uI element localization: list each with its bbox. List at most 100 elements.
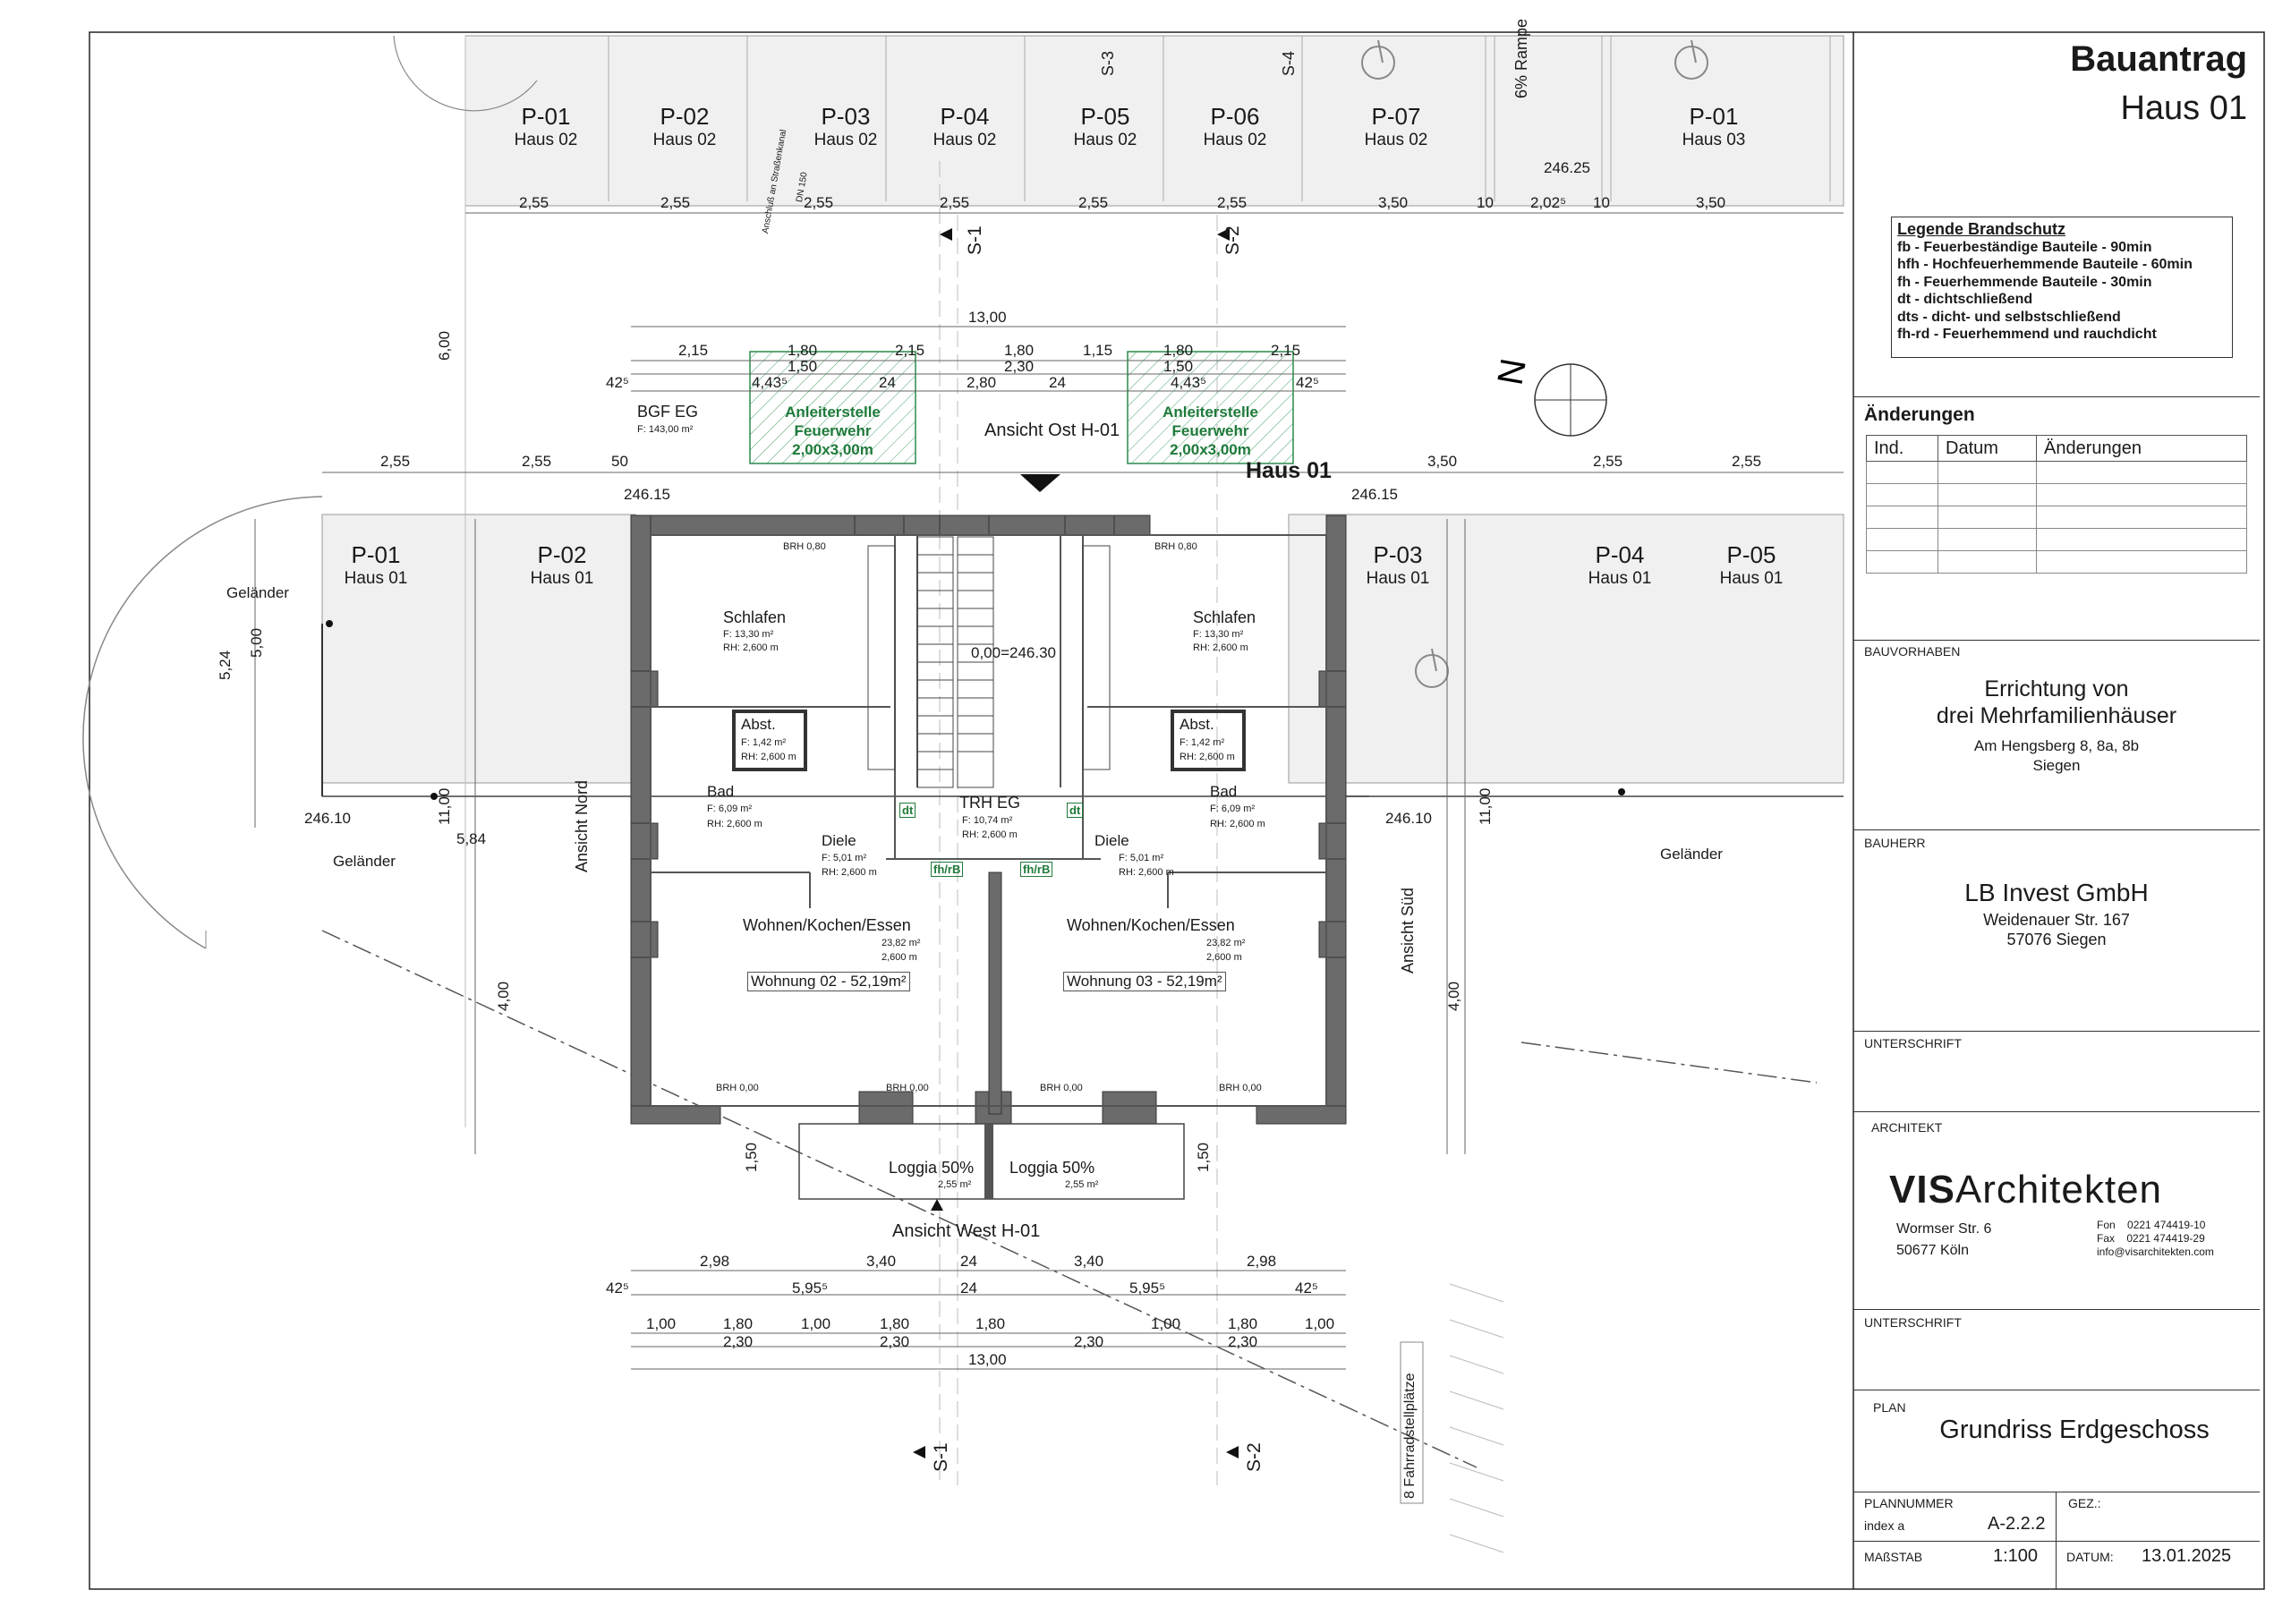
dim-label: 3,50 [1427, 453, 1458, 470]
bgf-label: BGF EG [637, 403, 699, 421]
dim-label: 1,50 [1163, 358, 1194, 375]
changes-table: Ind. Datum Änderungen [1866, 435, 2247, 574]
room-area: F: 5,01 m² [1119, 853, 1164, 863]
dim-label: 3,50 [1696, 194, 1726, 211]
dim-label: 10 [1593, 194, 1610, 211]
loggia-area: 2,55 m² [1065, 1179, 1099, 1190]
dim-label: 1,00 [801, 1315, 831, 1332]
parking-id: P-06 [1210, 103, 1260, 130]
room-height: RH: 2,600 m [723, 642, 779, 653]
room-name: Schlafen [723, 608, 787, 626]
room-name: Diele [822, 832, 856, 849]
dim-label: 11,00 [1477, 787, 1494, 825]
project-house: Haus 01 [2120, 89, 2247, 127]
loggia-area: 2,55 m² [938, 1179, 972, 1190]
building-walls [630, 514, 1347, 1125]
dim-label: 5,95⁵ [1129, 1280, 1166, 1297]
room-area: F: 5,01 m² [822, 853, 867, 863]
dim-label: 42⁵ [1296, 374, 1319, 391]
legend-line: dts - dicht- und selbstschließend [1897, 309, 2121, 325]
dim-label: 3,50 [1378, 194, 1409, 211]
parking-id: P-01 [351, 541, 401, 568]
logo-rest: Architekten [1955, 1168, 2163, 1212]
dim-label: 2,55 [940, 194, 970, 211]
legend-line: dt - dichtschließend [1897, 292, 2033, 307]
dim-label: 3,40 [866, 1253, 897, 1270]
dim-label: 2,55 [660, 194, 691, 211]
architect-label: ARCHITEKT [1871, 1120, 1943, 1135]
dim-label: 2,15 [678, 342, 709, 359]
parking-id: P-01 [1689, 103, 1739, 130]
architect-city: 50677 Köln [1896, 1243, 1969, 1258]
room-name: Bad [707, 783, 735, 800]
dim-label: 2,30 [1004, 358, 1035, 375]
anleiterstelle-right [1127, 351, 1294, 464]
ramp-label: 6% Rampe [1512, 18, 1530, 98]
dt-label: dt [899, 803, 916, 818]
level-label: 246.15 [1351, 486, 1398, 503]
dim-label: 13,00 [968, 1351, 1007, 1368]
bicycle-rack-icon [1400, 1283, 1504, 1553]
north-arrow-icon: N [1491, 355, 1607, 437]
dim-label: 1,00 [1151, 1315, 1181, 1332]
table-row [1866, 461, 2247, 484]
bauvorhaben-label: BAUVORHABEN [1864, 644, 1961, 659]
dim-label: 1,15 [1083, 342, 1113, 359]
dim-label: 2,55 [1732, 453, 1762, 470]
section-label: S-1 [965, 225, 985, 255]
bicycle-label: 8 Fahrradstellplätze [1402, 1373, 1418, 1499]
section-label: S-4 [1280, 50, 1298, 76]
col-header-datum: Datum [1938, 435, 2037, 462]
dim-label: 1,80 [1228, 1315, 1258, 1332]
room-area: F: 13,30 m² [723, 629, 774, 640]
railing-label: Geländer [226, 584, 289, 601]
title-block: Bauantrag Haus 01 Legende Brandschutz fb… [1853, 36, 2260, 1589]
dim-label: 42⁵ [606, 1280, 629, 1297]
parking-id: P-02 [537, 541, 587, 568]
table-row [1866, 528, 2247, 551]
dim-label: 4,43⁵ [1171, 374, 1207, 391]
dim-label: 1,80 [1004, 342, 1035, 359]
parking-house: Haus 03 [1682, 131, 1746, 149]
architect-logo: VISArchitekten [1889, 1168, 2162, 1212]
dim-label: 4,43⁵ [752, 374, 788, 391]
room-name: Abst. [1180, 716, 1214, 733]
brh-label: BRH 0,00 [1040, 1083, 1083, 1093]
plan-title: Grundriss Erdgeschoss [1939, 1416, 2210, 1444]
room-name: Wohnen/Kochen/Essen [743, 916, 911, 934]
dim-label: 24 [1049, 374, 1066, 391]
plan-label: PLAN [1873, 1400, 1906, 1415]
room-area: F: 1,42 m² [1180, 737, 1225, 748]
bgf-area: F: 143,00 m² [637, 424, 694, 435]
brh-label: BRH 0,00 [1219, 1083, 1262, 1093]
dim-label: 11,00 [436, 787, 453, 825]
brh-label: BRH 0,80 [1154, 541, 1197, 552]
massstab-value: 1:100 [1993, 1546, 2039, 1566]
project-title: Bauantrag [2070, 39, 2247, 79]
brh-label: BRH 0,00 [716, 1083, 759, 1093]
architect-street: Wormser Str. 6 [1896, 1221, 1992, 1237]
bauherr-street: Weidenauer Str. 167 [1983, 911, 2130, 929]
legend-line: hfh - Hochfeuerhemmende Bauteile - 60min [1897, 257, 2193, 272]
parking-house: Haus 02 [514, 131, 578, 149]
level-label: 246.25 [1544, 159, 1590, 176]
dim-label: 2,80 [967, 374, 997, 391]
anleiter-line2: Feuerwehr [794, 422, 872, 439]
room-height: 2,600 m [881, 952, 917, 963]
table-row [1866, 550, 2247, 574]
house-label: Haus 01 [1246, 458, 1332, 483]
dim-label: 5,24 [217, 650, 234, 680]
parking-house: Haus 01 [1588, 569, 1652, 588]
loggia-label: Loggia 50% [889, 1159, 975, 1177]
fon-label: Fon [2097, 1219, 2116, 1231]
dim-label: 1,50 [743, 1142, 760, 1172]
loggia-label: Loggia 50% [1009, 1159, 1095, 1177]
brh-label: BRH 0,00 [886, 1083, 929, 1093]
apartment-label: Wohnung 03 - 52,19m² [1063, 972, 1226, 991]
room-height: RH: 2,600 m [1210, 819, 1265, 829]
anleiterstelle-left [749, 351, 916, 464]
dim-label: 13,00 [968, 309, 1007, 326]
parking-top [608, 36, 1831, 201]
bauvorhaben-line1: Errichtung von [1984, 676, 2129, 701]
